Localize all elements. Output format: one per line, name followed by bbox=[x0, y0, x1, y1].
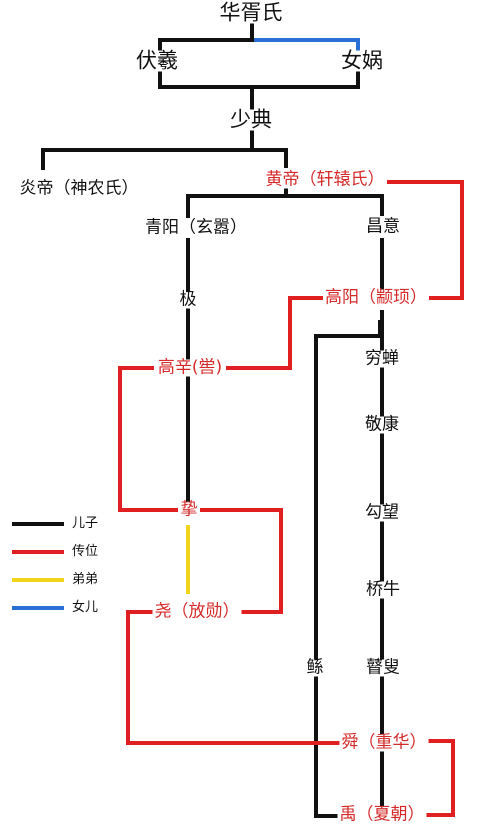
node-jingkang: 敬康 bbox=[363, 414, 401, 435]
node-fuxi: 伏羲 bbox=[134, 48, 180, 73]
succession-line-gaoyang-gaoxin bbox=[226, 296, 332, 370]
succession-line-huangdi-gaoyang bbox=[387, 180, 464, 300]
node-nvwa: 女娲 bbox=[339, 48, 385, 73]
node-yao: 尧（放勋） bbox=[152, 601, 242, 622]
node-shaodian: 少典 bbox=[228, 107, 274, 132]
node-yandi: 炎帝（神农氏） bbox=[17, 178, 141, 199]
son-line-huaxu-fuxi bbox=[158, 23, 254, 52]
succession-line-shun-yu bbox=[421, 739, 455, 817]
node-gaoxin: 高辛(喾) bbox=[155, 357, 225, 378]
node-huaxu: 华胥氏 bbox=[217, 0, 285, 25]
son-line-gaoyang-gun-yu bbox=[314, 320, 382, 818]
legend-label-succession: 传位 bbox=[72, 544, 99, 559]
node-qiongchan: 穷蝉 bbox=[363, 348, 401, 369]
son-line-fuxi-nvwa-shaodian bbox=[158, 71, 360, 110]
son-line-shaodian-children bbox=[41, 130, 288, 170]
succession-line-yao-shun bbox=[126, 610, 342, 745]
son-line-huangdi-children bbox=[186, 188, 384, 218]
node-gusou: 瞽叟 bbox=[364, 657, 402, 678]
succession-line-zhi-yao bbox=[200, 508, 283, 614]
node-ji: 极 bbox=[177, 289, 199, 310]
legend-label-brother: 弟弟 bbox=[72, 572, 99, 587]
node-gouwang: 勾望 bbox=[363, 502, 401, 523]
succession-line-gaoxin-zhi bbox=[118, 366, 178, 512]
legend-label-daughter: 女儿 bbox=[72, 600, 99, 615]
node-gun: 鲧 bbox=[304, 657, 326, 678]
node-gaoyang: 高阳（颛顼） bbox=[323, 287, 429, 308]
node-yu: 禹（夏朝） bbox=[337, 804, 427, 825]
node-huangdi: 黄帝（轩辕氏） bbox=[263, 169, 387, 190]
node-shun: 舜（重华） bbox=[339, 732, 429, 753]
node-zhi: 挚 bbox=[178, 499, 200, 520]
node-qingyang: 青阳（玄嚣） bbox=[143, 217, 249, 238]
node-changyi: 昌意 bbox=[364, 216, 402, 237]
daughter-line-huaxu-nvwa bbox=[250, 38, 360, 52]
node-qiaoniu: 桥牛 bbox=[364, 579, 402, 600]
legend-label-son: 儿子 bbox=[72, 516, 99, 531]
